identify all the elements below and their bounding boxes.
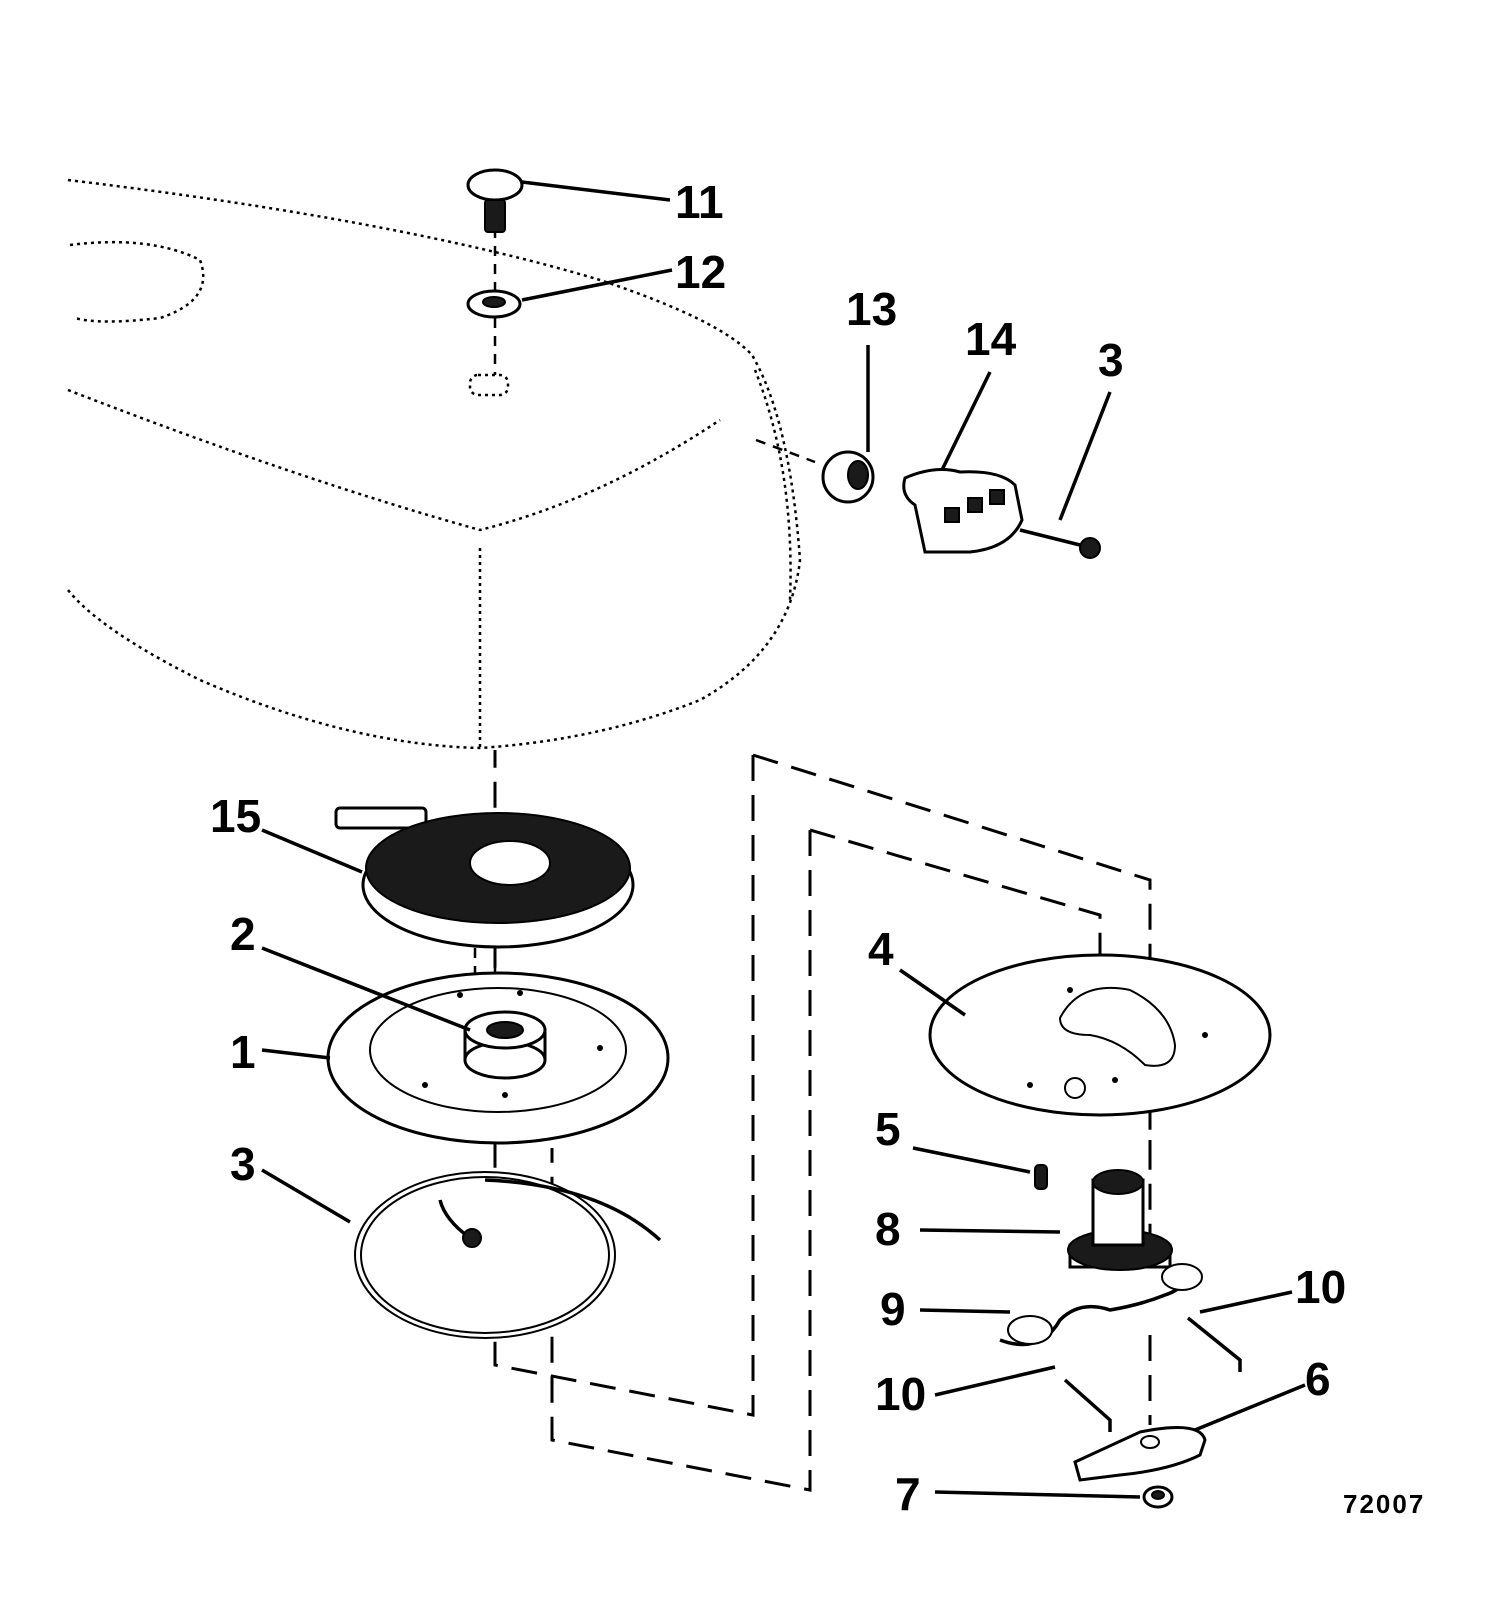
callout-4: 4 xyxy=(868,923,894,975)
part-4-plate xyxy=(928,953,1272,1117)
part-5-screw xyxy=(1034,1164,1048,1190)
callout-9: 9 xyxy=(880,1283,906,1335)
callout-5: 5 xyxy=(875,1103,901,1155)
part-3-rope-end xyxy=(1019,528,1101,559)
callout-labels: 11 12 13 14 3 15 2 1 3 4 5 8 9 10 10 6 7… xyxy=(210,176,1425,1520)
part-15-rewind-spring xyxy=(334,806,635,949)
callout-15: 15 xyxy=(210,790,261,842)
assembly-lines xyxy=(473,228,1152,1492)
part-3-rope-coil xyxy=(354,1171,662,1339)
callout-3-bottom: 3 xyxy=(230,1138,256,1190)
part-14-handle xyxy=(902,468,1024,554)
part-7-retainer xyxy=(1142,1485,1174,1509)
callout-12: 12 xyxy=(675,246,726,298)
callout-1: 1 xyxy=(230,1026,256,1078)
callout-11: 11 xyxy=(675,176,724,228)
callout-10-upper: 10 xyxy=(1295,1261,1346,1313)
callout-13: 13 xyxy=(846,283,897,335)
part-6-pawl xyxy=(1073,1426,1207,1482)
housing-outline xyxy=(67,178,802,750)
callout-6: 6 xyxy=(1305,1353,1331,1405)
part-12-washer xyxy=(466,289,522,319)
part-10-link-upper xyxy=(1186,1316,1242,1372)
part-9-spring xyxy=(999,1263,1203,1347)
callout-2: 2 xyxy=(230,908,256,960)
callout-3-top: 3 xyxy=(1098,334,1124,386)
part-13-grommet xyxy=(821,450,875,504)
callout-10-lower: 10 xyxy=(875,1368,926,1420)
callout-14: 14 xyxy=(965,313,1017,365)
part-10-link-lower xyxy=(1063,1378,1112,1432)
part-11-screw xyxy=(466,168,524,233)
part-2-bushing xyxy=(463,1010,547,1080)
callout-8: 8 xyxy=(875,1203,901,1255)
part-8-hub xyxy=(1067,1169,1173,1271)
figure-number: 72007 xyxy=(1343,1489,1425,1519)
leader-lines xyxy=(261,180,1306,1499)
callout-7: 7 xyxy=(895,1468,921,1520)
